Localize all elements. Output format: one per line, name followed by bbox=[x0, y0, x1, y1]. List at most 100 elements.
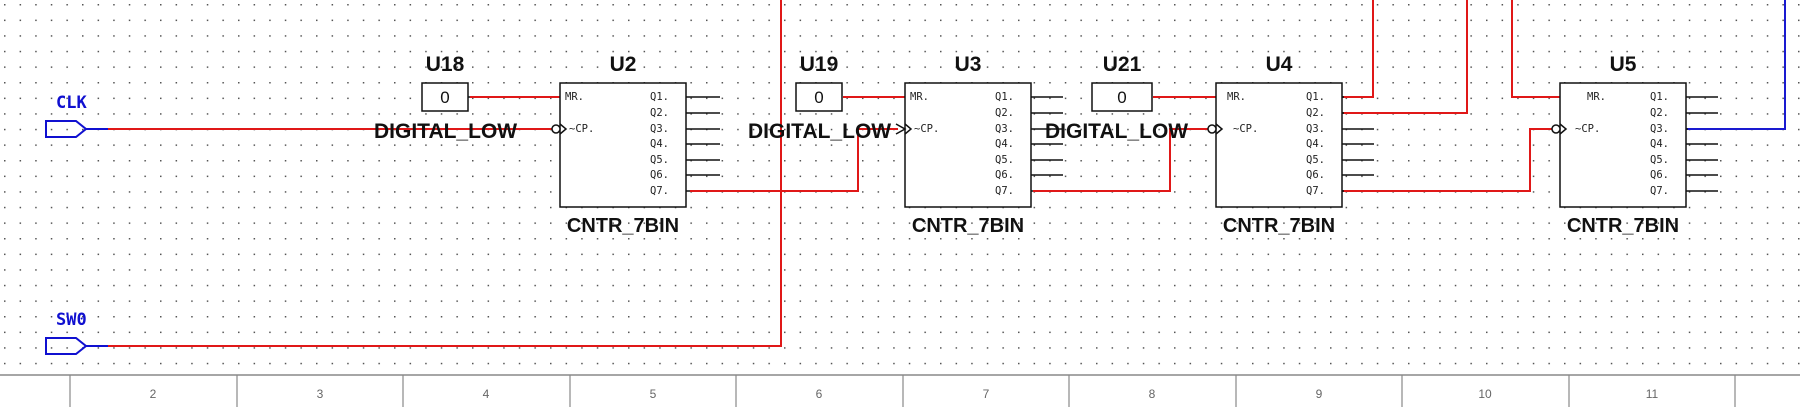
counter-u2-type: CNTR_7BIN bbox=[567, 215, 679, 237]
ruler-background bbox=[0, 375, 1800, 407]
counter-u3-type: CNTR_7BIN bbox=[912, 215, 1024, 237]
ruler-label-7: 7 bbox=[983, 387, 990, 401]
counter-u2-pin-q5: Q5. bbox=[650, 154, 669, 166]
ruler-label-5: 5 bbox=[650, 387, 657, 401]
bottom-ruler: 2 3 4 5 6 7 8 9 10 11 bbox=[0, 374, 1800, 407]
counter-u5-ref: U5 bbox=[1610, 53, 1637, 76]
grid-background bbox=[0, 0, 1800, 375]
counter-u3-pin-q6: Q6. bbox=[995, 169, 1014, 181]
counter-u4-pin-q7: Q7. bbox=[1306, 185, 1325, 197]
counter-u4-type: CNTR_7BIN bbox=[1223, 215, 1335, 237]
port-sw0-label: SW0 bbox=[56, 310, 87, 330]
constant-u19-value: 0 bbox=[814, 88, 823, 107]
counter-u4-cp-clock-mark bbox=[1215, 123, 1224, 135]
counter-u2-pin-q6: Q6. bbox=[650, 169, 669, 181]
counter-u3-pin-q4: Q4. bbox=[995, 138, 1014, 150]
counter-u5-output-stubs bbox=[1686, 96, 1718, 192]
wire-u3-q7-to-u4-cp bbox=[1033, 128, 1210, 192]
counter-u5[interactable]: U5 CNTR_7BIN MR. ~CP. Q1. Q2. Q3. Q4. Q5… bbox=[1551, 53, 1718, 237]
constant-u19-type: DIGITAL_LOW bbox=[748, 120, 891, 143]
counter-u4-pin-q6: Q6. bbox=[1306, 169, 1325, 181]
constant-u18-box bbox=[421, 82, 469, 112]
counter-u3[interactable]: U3 CNTR_7BIN MR. ~CP. Q1. Q2. Q3. Q4. Q5… bbox=[895, 53, 1063, 237]
counter-u3-pin-cp: ~CP. bbox=[914, 123, 939, 135]
port-clk-label: CLK bbox=[56, 93, 87, 113]
counter-u5-pin-q2: Q2. bbox=[1650, 107, 1669, 119]
bus-wires bbox=[1686, 0, 1786, 130]
counter-u4[interactable]: U4 CNTR_7BIN MR. ~CP. Q1. Q2. Q3. Q4. Q5… bbox=[1207, 53, 1374, 237]
ruler-label-2: 2 bbox=[150, 387, 157, 401]
counter-u5-pin-q6: Q6. bbox=[1650, 169, 1669, 181]
counter-u2-body bbox=[559, 82, 687, 208]
wire-u5-q3-bus bbox=[1686, 0, 1786, 130]
counter-u3-pin-q5: Q5. bbox=[995, 154, 1014, 166]
port-clk[interactable]: CLK bbox=[45, 93, 108, 138]
constant-u21-ref: U21 bbox=[1103, 53, 1142, 76]
counter-u5-cp-clock-mark bbox=[1559, 123, 1568, 135]
counter-u2-pin-q2: Q2. bbox=[650, 107, 669, 119]
constant-u19-ref: U19 bbox=[800, 53, 839, 76]
counter-u5-pin-q7: Q7. bbox=[1650, 185, 1669, 197]
counter-u4-pin-q2: Q2. bbox=[1306, 107, 1325, 119]
constant-u21-value: 0 bbox=[1117, 88, 1126, 107]
counter-u2-pin-mr: MR. bbox=[565, 91, 584, 103]
ruler-label-8: 8 bbox=[1149, 387, 1156, 401]
counter-u2-cp-bubble bbox=[551, 124, 561, 134]
port-sw0-symbol bbox=[45, 337, 88, 355]
constant-u18-ref: U18 bbox=[426, 53, 465, 76]
counter-u5-type: CNTR_7BIN bbox=[1567, 215, 1679, 237]
counter-u4-pin-q1: Q1. bbox=[1306, 91, 1325, 103]
counter-u3-pin-q3: Q3. bbox=[995, 123, 1014, 135]
constant-u19-box bbox=[795, 82, 843, 112]
counter-u3-pin-q1: Q1. bbox=[995, 91, 1014, 103]
counter-u2-output-stubs bbox=[686, 96, 720, 192]
counter-u2-pin-cp: ~CP. bbox=[569, 123, 594, 135]
constant-u18-type: DIGITAL_LOW bbox=[374, 120, 517, 143]
counter-u2-pin-q4: Q4. bbox=[650, 138, 669, 150]
counter-u3-pin-q7: Q7. bbox=[995, 185, 1014, 197]
constant-u19[interactable]: 0 U19 DIGITAL_LOW bbox=[748, 53, 891, 143]
counter-u5-pin-cp: ~CP. bbox=[1575, 123, 1600, 135]
ruler-dividers bbox=[69, 375, 1736, 407]
counter-u4-pin-cp: ~CP. bbox=[1233, 123, 1258, 135]
port-clk-symbol bbox=[45, 120, 88, 138]
counter-u4-pin-q4: Q4. bbox=[1306, 138, 1325, 150]
port-sw0[interactable]: SW0 bbox=[45, 310, 108, 355]
counter-u2-pin-q1: Q1. bbox=[650, 91, 669, 103]
counter-u5-pin-mr: MR. bbox=[1587, 91, 1606, 103]
counter-u3-cp-inner-mark bbox=[904, 123, 913, 135]
ruler-label-10: 10 bbox=[1478, 387, 1492, 401]
wire-u5-mr bbox=[1511, 0, 1560, 98]
counter-u4-pin-mr: MR. bbox=[1227, 91, 1246, 103]
counter-u4-cp-bubble bbox=[1207, 124, 1217, 134]
constant-u21-box bbox=[1091, 82, 1153, 112]
counter-u4-pin-q3: Q3. bbox=[1306, 123, 1325, 135]
wire-u4-q7-to-u5-cp bbox=[1342, 128, 1555, 192]
counter-u3-output-stubs bbox=[1031, 96, 1063, 192]
ruler-label-3: 3 bbox=[317, 387, 324, 401]
counter-u5-pin-q1: Q1. bbox=[1650, 91, 1669, 103]
wire-u2-q7-to-u3-cp bbox=[690, 128, 898, 192]
wires bbox=[108, 0, 1560, 347]
wire-u4-q2-up bbox=[1342, 0, 1374, 98]
counter-u2-pin-q3: Q3. bbox=[650, 123, 669, 135]
counter-u4-output-stubs bbox=[1342, 96, 1374, 192]
ruler-label-11: 11 bbox=[1646, 387, 1659, 401]
counter-u4-ref: U4 bbox=[1266, 53, 1293, 76]
counter-u5-cp-bubble bbox=[1551, 124, 1561, 134]
ruler-label-4: 4 bbox=[483, 387, 490, 401]
counter-u4-body bbox=[1215, 82, 1343, 208]
counter-u2-pin-q7: Q7. bbox=[650, 185, 669, 197]
counter-u2-ref: U2 bbox=[610, 53, 637, 76]
counter-u4-pin-q5: Q5. bbox=[1306, 154, 1325, 166]
constant-u21[interactable]: 0 U21 DIGITAL_LOW bbox=[1045, 53, 1188, 143]
counter-u5-pin-q3: Q3. bbox=[1650, 123, 1669, 135]
counter-u2[interactable]: U2 CNTR_7BIN MR. ~CP. Q1. Q2. Q3. Q4. Q5… bbox=[551, 53, 720, 237]
constant-u21-type: DIGITAL_LOW bbox=[1045, 120, 1188, 143]
counter-u3-cp-clock-mark bbox=[895, 123, 907, 135]
ruler-label-9: 9 bbox=[1316, 387, 1323, 401]
counter-u3-ref: U3 bbox=[955, 53, 982, 76]
constant-u18[interactable]: 0 U18 DIGITAL_LOW bbox=[374, 53, 517, 143]
counter-u5-body bbox=[1559, 82, 1687, 208]
